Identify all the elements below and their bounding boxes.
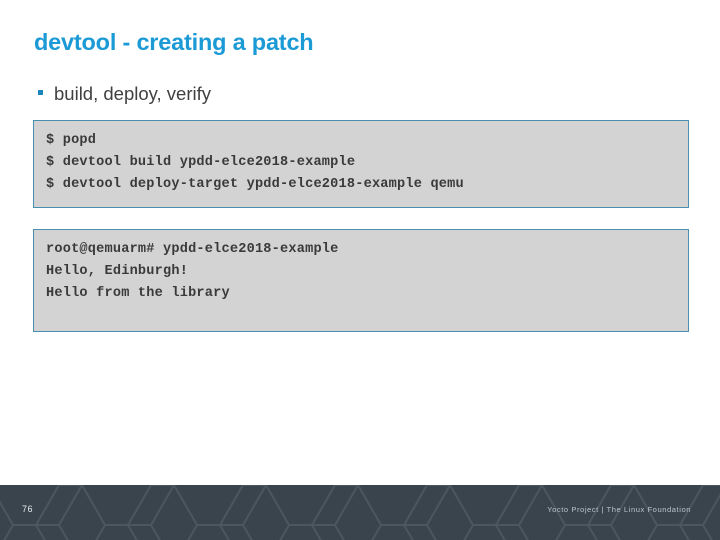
code-line: $ devtool deploy-target ypdd-elce2018-ex… [46,177,464,192]
code-line: $ devtool build ypdd-elce2018-example [46,155,356,170]
page-title: devtool - creating a patch [34,29,314,55]
bullet-item-label: build, deploy, verify [54,83,211,104]
code-line: $ popd [46,133,97,148]
slide-footer: 76 Yocto Project | The Linux Foundation [0,485,720,540]
code-block-build-deploy-commands: $ popd $ devtool build ypdd-elce2018-exa… [33,120,689,208]
code-line: Hello, Edinburgh! [46,264,189,279]
code-block-target-session-output: root@qemuarm# ypdd-elce2018-example Hell… [33,229,689,332]
code-line: Hello from the library [46,286,230,301]
hexagon-pattern-icon [0,485,720,540]
footer-credit-label: Yocto Project | The Linux Foundation [547,505,691,514]
code-line: root@qemuarm# ypdd-elce2018-example [46,242,339,257]
footer-page-number: 76 [22,504,34,514]
bullet-square-icon [34,85,54,101]
bullet-list-item: build, deploy, verify [34,83,211,104]
